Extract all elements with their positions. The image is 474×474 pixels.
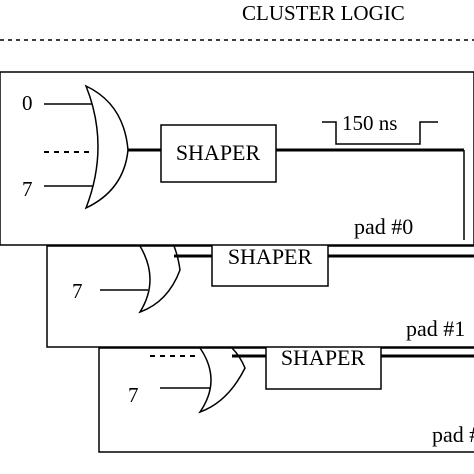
pad-0-delay-label: 150 ns [342, 111, 397, 135]
pad-0-pulse-150ns [322, 121, 438, 145]
pad-0-shaper-label: SHAPER [176, 140, 261, 165]
pad-2-label: pad #2 [432, 422, 474, 447]
diagram-title: CLUSTER LOGIC [242, 1, 405, 25]
pad-0-input-0-label: 0 [22, 91, 33, 115]
pad-2-shaper-box [265, 343, 382, 390]
pad-0-channel: 0 7 SHAPER 150 ns pad #0 [0, 71, 474, 246]
pad-1-label: pad #1 [406, 316, 465, 341]
pad-2-shaper-label: SHAPER [281, 345, 366, 370]
pad-0-label: pad #0 [354, 214, 413, 239]
pad-1-input-7-label: 7 [72, 279, 83, 303]
pad-0-or-gate [84, 84, 129, 210]
pad-1-shaper-box [211, 242, 329, 287]
pad-2-input-7-label: 7 [128, 383, 139, 407]
pad-1-channel: 7 SHAPER pad #1 [46, 242, 474, 348]
pad-2-channel: 7 SHAPER pad #2 [98, 343, 474, 453]
pad-0-shaper-box [160, 124, 277, 183]
pad-1-shaper-label: SHAPER [228, 244, 313, 269]
pad-0-input-7-label: 7 [22, 177, 33, 201]
